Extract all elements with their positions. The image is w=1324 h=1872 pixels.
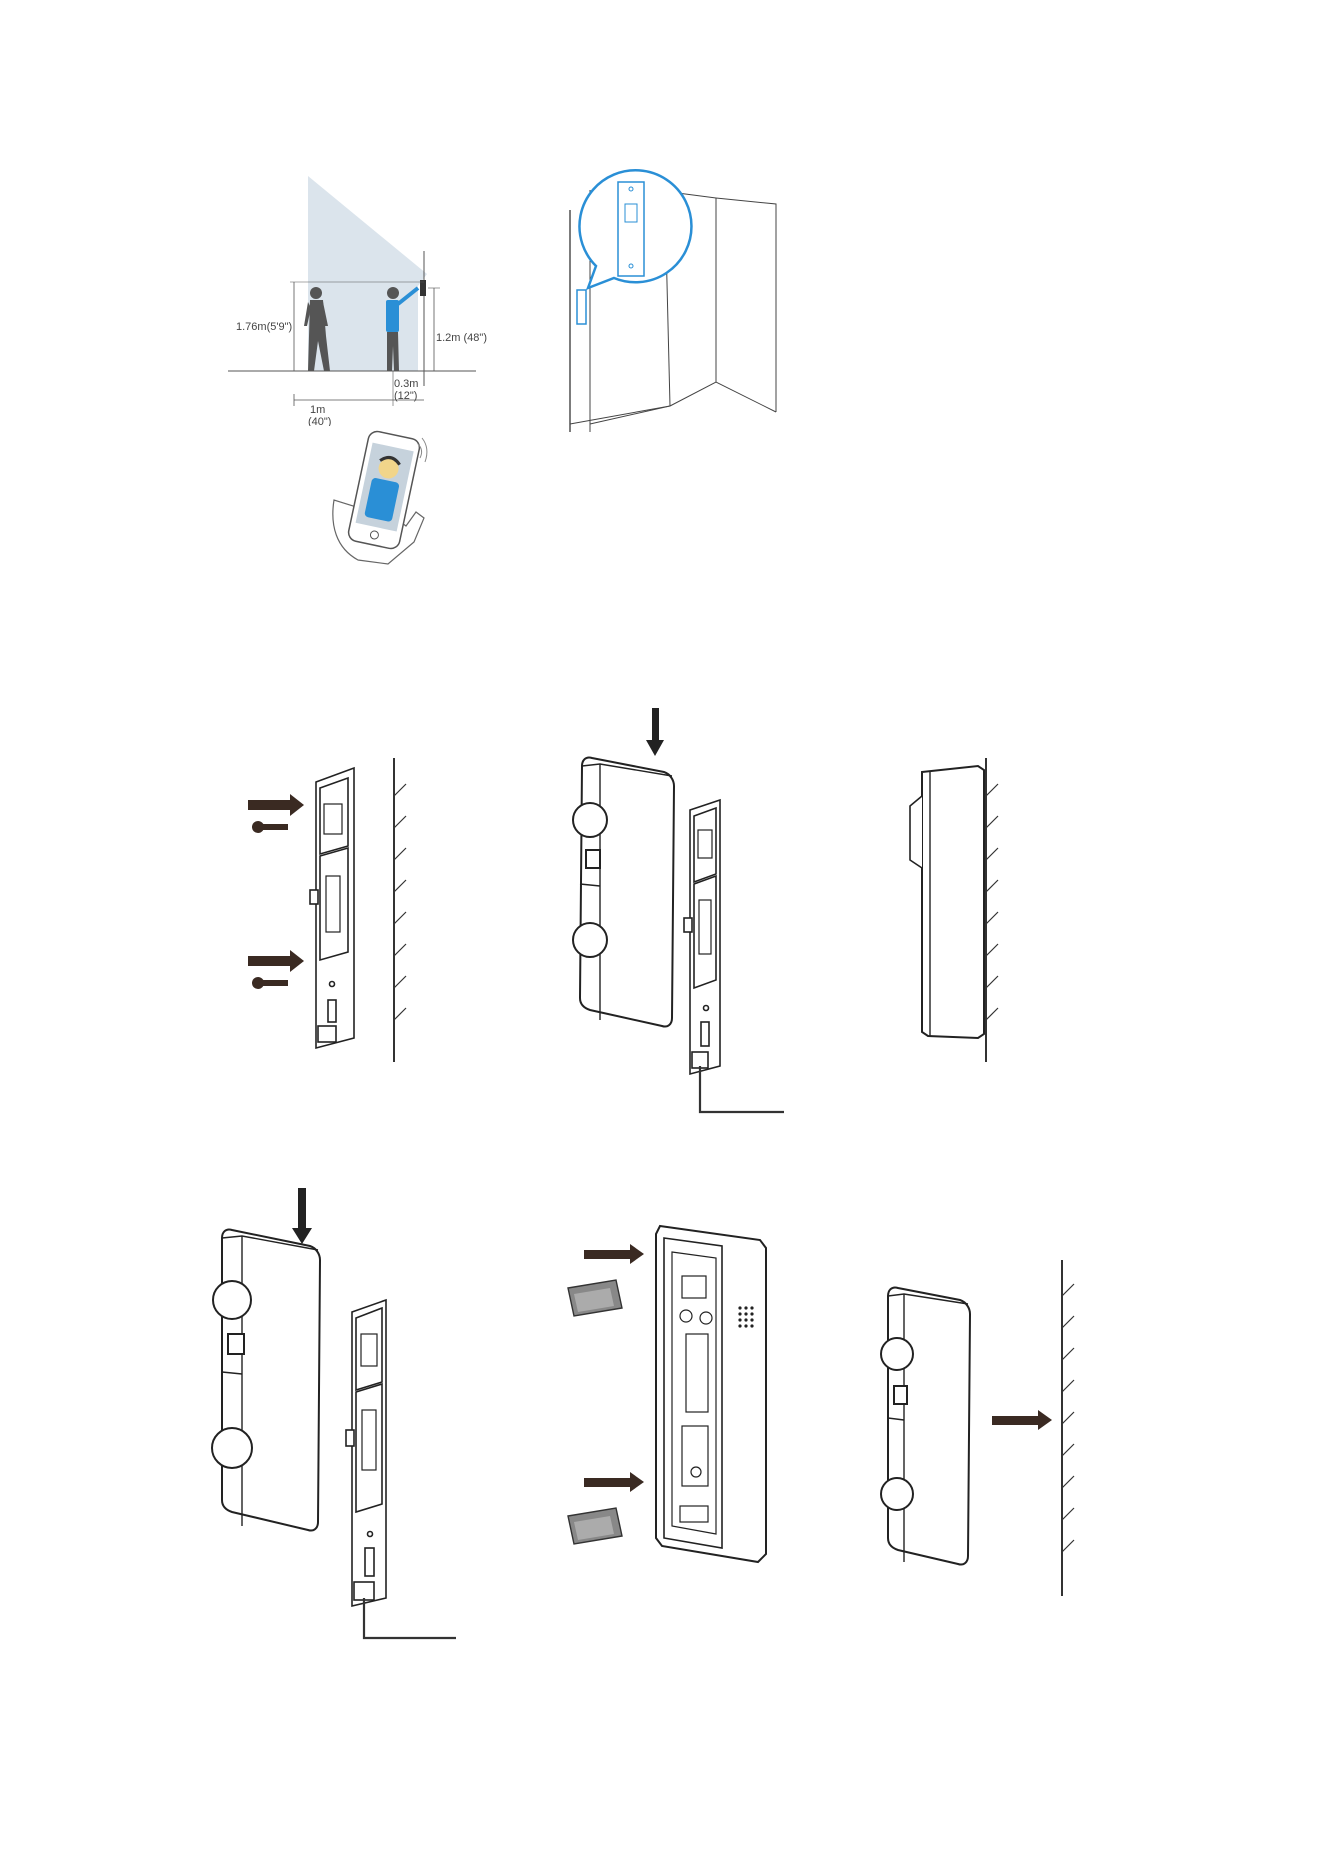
step-mounted-doorbell <box>900 756 1030 1076</box>
person-height-label: 1.76m(5'9") <box>236 321 292 333</box>
down-arrow <box>292 1188 312 1244</box>
mounting-bracket <box>684 800 720 1074</box>
doorbell-button <box>212 1428 252 1468</box>
mounting-bracket <box>310 768 354 1048</box>
doorbell-height-label: 1.2m (48") <box>436 332 487 344</box>
step-attach-doorbell <box>560 700 800 1120</box>
doorbell-button <box>881 1478 913 1510</box>
step-stick-to-wall <box>880 1256 1100 1606</box>
step-adhesive-mount <box>560 1216 790 1586</box>
doorbell-side-view <box>910 766 984 1038</box>
sensor-window <box>586 850 600 868</box>
wall-position-diagram <box>566 162 786 432</box>
camera-lens <box>881 1338 913 1370</box>
doorbell-unit <box>881 1287 970 1564</box>
distance-far-inches: (40") <box>308 416 331 426</box>
phone-in-hand-illustration <box>328 430 438 565</box>
hex-key-icon <box>700 1066 784 1112</box>
distance-far-label: 1m <box>310 404 325 416</box>
adhesive-pad-icon <box>568 1508 622 1544</box>
sensor-window <box>228 1334 244 1354</box>
push-arrow <box>584 1244 644 1264</box>
mounting-height-diagram: 1.76m(5'9") 1.2m (48") 1m (40") 0.3m (12… <box>228 176 498 426</box>
distance-near-label: 0.3m <box>394 378 418 390</box>
doorbell-unit <box>212 1229 320 1530</box>
camera-lens <box>213 1281 251 1319</box>
push-arrow <box>248 950 304 972</box>
push-arrow <box>248 794 304 816</box>
camera-lens <box>573 803 607 837</box>
push-arrow <box>584 1472 644 1492</box>
sensor-window <box>894 1386 907 1404</box>
hex-key-icon <box>364 1598 456 1638</box>
distance-near-inches: (12") <box>394 390 417 402</box>
screw-icon <box>252 977 288 989</box>
doorbell-on-wall <box>420 280 426 296</box>
screw-icon <box>252 821 288 833</box>
doorbell-back-view <box>656 1226 766 1562</box>
doorbell-unit <box>573 757 674 1026</box>
adhesive-pad-icon <box>568 1280 622 1316</box>
doorbell-location-marker <box>577 290 586 324</box>
push-arrow <box>992 1410 1052 1430</box>
mounting-bracket <box>346 1300 386 1606</box>
step-screw-bracket <box>236 756 436 1076</box>
step-attach-doorbell-alt <box>200 1186 470 1646</box>
doorbell-button <box>573 923 607 957</box>
down-arrow <box>646 708 664 756</box>
